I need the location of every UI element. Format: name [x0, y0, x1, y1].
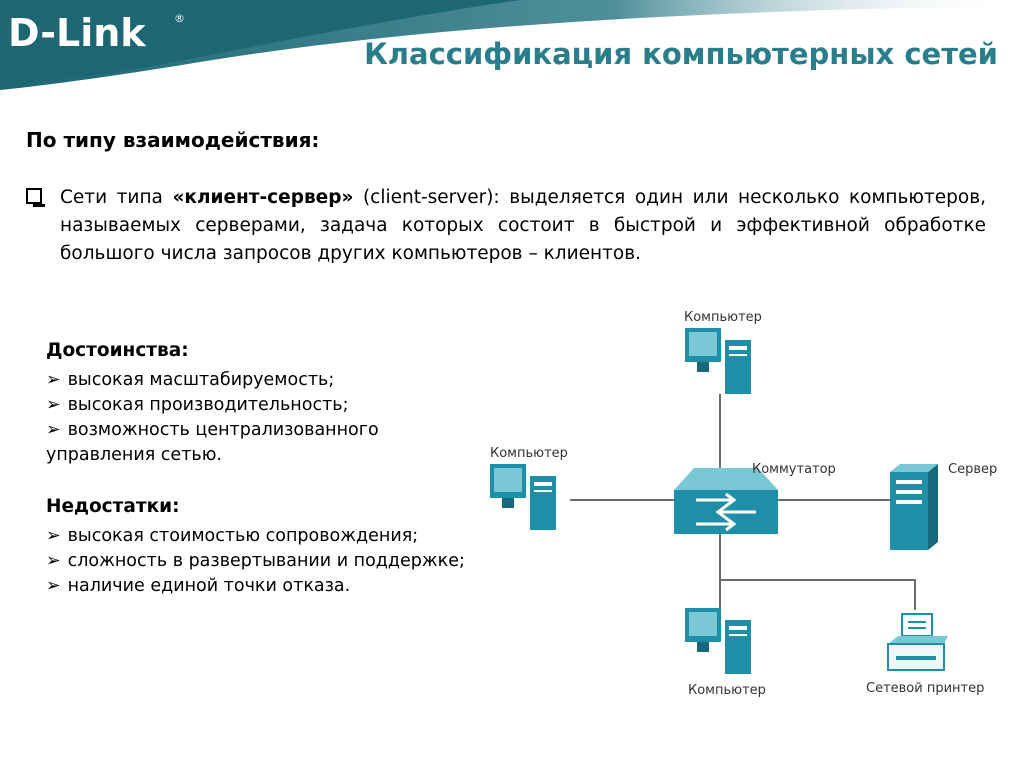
computer-bottom-icon [685, 608, 751, 674]
label-computer-left: Компьютер [490, 446, 568, 461]
list-item: ➢ высокая стоимостью сопровождения; [46, 524, 486, 549]
arrowhead-bullet-icon: ➢ [46, 526, 61, 546]
intro-text-before: Сети типа [60, 187, 173, 208]
dlink-logo: D-Link [8, 11, 146, 55]
section-subtitle: По типу взаимодействия: [26, 128, 320, 152]
computer-top-icon [685, 328, 751, 394]
arrowhead-bullet-icon: ➢ [46, 551, 61, 571]
label-computer-top: Компьютер [684, 310, 762, 325]
arrowhead-bullet-icon: ➢ [46, 370, 61, 390]
connection-lines [570, 394, 916, 612]
label-server: Сервер [948, 462, 997, 477]
disadvantages-list: ➢ высокая стоимостью сопровождения; ➢ сл… [46, 524, 486, 599]
computer-left-icon [490, 464, 556, 530]
arrowhead-bullet-icon: ➢ [46, 395, 61, 415]
server-icon [890, 464, 938, 550]
checkbox-bullet-icon [26, 188, 45, 207]
advantages-heading: Достоинства: [46, 340, 189, 361]
network-diagram: Компьютер Компьютер Коммутатор Сервер [490, 310, 997, 698]
list-item: ➢ возможность централизованного управлен… [46, 420, 379, 465]
disadvantages-heading: Недостатки: [46, 496, 180, 517]
registered-mark: ® [174, 12, 185, 25]
list-item: ➢ сложность в развертывании и поддержке; [46, 549, 486, 574]
switch-icon [674, 468, 778, 534]
arrowhead-bullet-icon: ➢ [46, 576, 61, 596]
list-item: ➢ наличие единой точки отказа. [46, 574, 486, 599]
printer-icon [887, 613, 948, 671]
intro-text-after: (client-server): выделяется один или нес… [60, 187, 986, 264]
header-band: D-Link ® [0, 0, 1024, 90]
label-switch: Коммутатор [752, 462, 836, 477]
label-computer-bottom: Компьютер [688, 683, 766, 698]
arrowhead-bullet-icon: ➢ [46, 420, 61, 440]
intro-paragraph: Сети типа «клиент-сервер» (client-server… [26, 184, 986, 268]
list-item: ➢ высокая масштабируемость; [46, 368, 486, 393]
list-item: ➢ высокая производительность; [46, 393, 486, 418]
label-printer: Сетевой принтер [866, 681, 984, 696]
intro-text-bold: «клиент-сервер» [172, 187, 354, 208]
advantages-list: ➢ высокая масштабируемость; ➢ высокая пр… [46, 368, 486, 468]
slide-title: Классификация компьютерных сетей [364, 37, 998, 71]
